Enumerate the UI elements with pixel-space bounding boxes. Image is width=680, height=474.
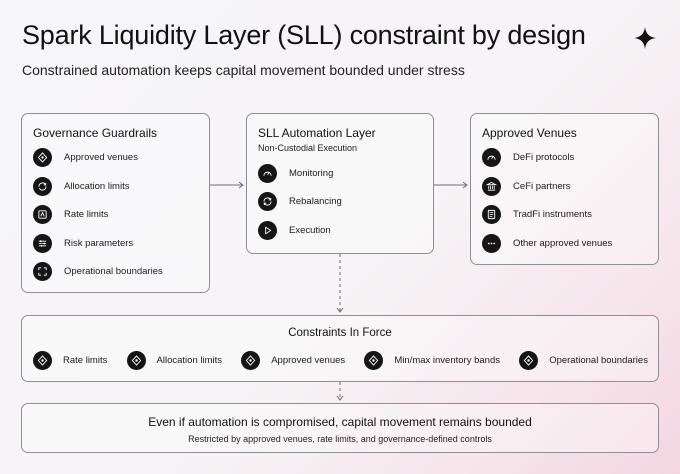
approved-venues-box: Approved Venues DeFi protocols CeFi part… [470,113,659,265]
shield-grid-icon [126,351,146,370]
list-item: Monitoring [258,162,433,184]
constraints-in-force-box: Constraints In Force Rate limits Allocat… [21,315,659,382]
corners-frame-icon [33,262,52,281]
shield-grid-icon [33,351,52,370]
gauge-icon [482,148,501,167]
rebalance-arrows-icon [258,192,277,211]
list-item: TradFi instruments [482,204,658,226]
shield-grid-icon [519,351,539,370]
ellipsis-icon [482,233,501,253]
play-icon [258,220,277,240]
bank-icon [482,176,501,196]
list-item: Rate limits [33,204,209,226]
constraints-title: Constraints In Force [288,327,392,339]
list-item: Min/max inventory bands [364,351,500,370]
list-item: DeFi protocols [482,147,658,169]
list-item: Approved venues [33,147,209,169]
sliders-icon [33,233,52,253]
cycle-arrows-icon [33,176,52,196]
list-item: Allocation limits [33,175,209,197]
automation-layer-box: SLL Automation Layer Non-Custodial Execu… [246,113,434,254]
list-item: Operational boundaries [519,351,648,370]
venues-title: Approved Venues [482,126,577,140]
conclusion-subtitle: Restricted by approved venues, rate limi… [188,434,492,444]
document-icon [482,205,501,224]
automation-subtitle: Non-Custodial Execution [258,143,358,153]
governance-title: Governance Guardrails [33,126,158,140]
list-item: CeFi partners [482,175,658,197]
page-subtitle: Constrained automation keeps capital mov… [22,62,465,78]
automation-title: SLL Automation Layer [258,126,376,140]
list-item: Approved venues [241,351,345,370]
shield-grid-icon [364,351,384,370]
list-item: Rebalancing [258,191,433,213]
list-item: Risk parameters [33,232,209,254]
conclusion-title: Even if automation is compromised, capit… [148,415,532,429]
list-item: Allocation limits [126,351,222,370]
shield-grid-icon [241,351,261,370]
list-item: Other approved venues [482,232,658,254]
list-item: Execution [258,219,433,241]
conclusion-box: Even if automation is compromised, capit… [21,403,659,453]
list-item: Operational boundaries [33,261,209,283]
governance-guardrails-box: Governance Guardrails Approved venues Al… [21,113,210,293]
speed-box-icon [33,205,52,224]
gauge-icon [258,163,277,183]
shield-grid-icon [33,148,52,167]
list-item: Rate limits [33,351,107,370]
sparkle-icon [634,27,656,49]
page-title: Spark Liquidity Layer (SLL) constraint b… [22,20,586,50]
